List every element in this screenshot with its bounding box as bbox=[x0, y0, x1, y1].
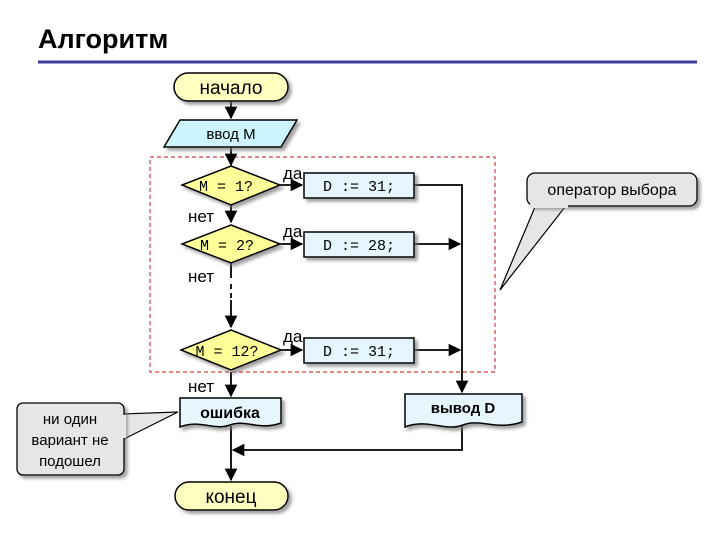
assign-1-label: D := 31; bbox=[323, 179, 395, 196]
output-node: вывод D bbox=[404, 393, 523, 429]
flow-lines bbox=[224, 101, 469, 482]
decision-3-label: M = 12? bbox=[195, 344, 258, 361]
callout-no-match: ни один вариант не подошел bbox=[16, 402, 179, 476]
callout-no-match-line1: ни один bbox=[43, 411, 97, 428]
line-merge-to-output bbox=[414, 184, 469, 394]
decision-1: M = 1? bbox=[179, 165, 283, 206]
assign-box-3: D := 31; bbox=[303, 337, 415, 364]
start-label: начало bbox=[200, 78, 263, 99]
callout-no-match-line2: вариант не bbox=[31, 432, 108, 449]
assign-2-label: D := 28; bbox=[323, 238, 395, 255]
callout-selector: оператор выбора bbox=[499, 172, 698, 291]
page-title: Алгоритм bbox=[38, 24, 168, 54]
yes-label-1: да bbox=[283, 164, 303, 183]
assign-box-2: D := 28; bbox=[303, 231, 415, 258]
decision-3: M = 12? bbox=[178, 329, 284, 371]
line-output-to-end bbox=[231, 422, 463, 457]
end-label: конец bbox=[205, 487, 256, 508]
decision-2-label: M = 2? bbox=[200, 238, 254, 255]
yes-label-3: да bbox=[283, 327, 303, 346]
decision-2: M = 2? bbox=[179, 224, 283, 264]
assign-3-label: D := 31; bbox=[323, 344, 395, 361]
no-label-1: нет bbox=[188, 207, 214, 226]
error-node: ошибка bbox=[179, 397, 282, 429]
input-node: ввод M bbox=[162, 119, 299, 148]
callout-selector-label: оператор выбора bbox=[547, 182, 676, 199]
output-label: вывод D bbox=[431, 400, 496, 417]
end-node: конец bbox=[174, 481, 289, 511]
no-label-3: нет bbox=[188, 377, 214, 396]
assign-box-1: D := 31; bbox=[303, 172, 415, 199]
no-label-2: нет bbox=[188, 267, 214, 286]
yes-label-2: да bbox=[283, 222, 303, 241]
callout-no-match-line3: подошел bbox=[39, 453, 101, 470]
error-label: ошибка bbox=[200, 405, 260, 422]
input-label: ввод M bbox=[206, 126, 255, 143]
decision-1-label: M = 1? bbox=[199, 179, 253, 196]
start-node: начало bbox=[173, 72, 289, 102]
